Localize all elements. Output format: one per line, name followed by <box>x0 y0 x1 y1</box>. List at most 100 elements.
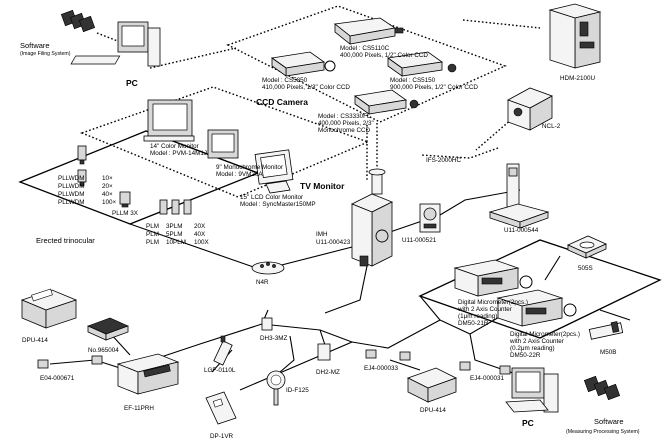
hdm-2100u-icon <box>548 3 602 69</box>
id-f125-indicator-icon <box>266 370 286 406</box>
lgf-0110l-icon <box>213 335 233 366</box>
e04-000671-cable-icon <box>37 355 103 369</box>
imh-microscope-icon <box>351 168 393 267</box>
plm-mid-1: 3PLM <box>166 223 182 230</box>
no965004-pedal-icon <box>87 317 129 341</box>
e04-000671-label: E04-000671 <box>40 375 75 382</box>
ccd-camera-title: CCD Camera <box>256 97 308 107</box>
m50b-icon <box>588 321 624 340</box>
plm-mag-3: 100X <box>194 239 210 246</box>
lcd-monitor-15-icon <box>254 149 294 194</box>
digital-micrometer-dm50-21r-icon <box>453 259 533 297</box>
ccd-camera-cs5110c-icon <box>334 17 404 45</box>
cs5850-model: Model : CS5850 <box>262 77 308 84</box>
color-monitor-14-icon <box>143 99 195 142</box>
ccd-camera-cs5150-icon <box>386 51 457 77</box>
plm-name-2: PLM <box>146 231 159 238</box>
ej4-000033-cable-icon <box>365 349 411 361</box>
no965004-label: No.965004 <box>88 347 119 354</box>
pllm-label: PLLM 3X <box>112 210 139 217</box>
cs5850-spec: 410,000 Pixels, 1/3" Color CCD <box>262 84 350 91</box>
505s-stage-icon <box>567 235 607 259</box>
dh2-mz-label: DH2-MZ <box>316 369 340 376</box>
erected-trinocular-label: Erected trinocular <box>36 236 95 245</box>
plm-objectives-icon <box>159 199 192 215</box>
micrometer-panel <box>418 239 662 339</box>
u11-000521-label: U11-000521 <box>402 237 437 244</box>
pllwdm-name-1: PLLWDM <box>58 175 84 182</box>
monitor-15-line2: Model : SyncMaster150MP <box>240 201 316 208</box>
plm-mag-2: 40X <box>194 231 206 238</box>
micrometer2-line2: with 2 Axis Counter <box>509 338 564 345</box>
cs5150-spec: 900,000 Pixels, 1/2" Color CCD <box>390 84 478 91</box>
ncl-2-icon <box>507 87 553 131</box>
micrometer1-line2: with 2 Axis Counter <box>457 306 512 313</box>
cs3330fl-spec2: Monochrome CCD <box>318 127 371 134</box>
plm-mid-3: 10PLM <box>166 239 186 246</box>
pllwdm-name-2: PLLWDM <box>58 183 84 190</box>
micrometer2-line3: (0.2μm reading) <box>510 345 555 352</box>
pllwdm-name-4: PLLWDM <box>58 199 84 206</box>
lgf-0110l-label: LGF-0110L <box>204 367 236 374</box>
ccd-camera-panel <box>226 5 507 123</box>
u11-000544-stand-icon <box>488 163 550 229</box>
pllwdm-mag-4: 100× <box>102 199 117 206</box>
ccd-camera-cs5850-icon <box>270 51 336 77</box>
imh-line1: IMH <box>316 231 328 238</box>
dh3-3mz-icon <box>261 317 273 331</box>
dp-1vr-printer-icon <box>205 391 237 425</box>
ej4-000031-label: EJ4-000031 <box>470 375 504 382</box>
u11-000521-icon <box>419 203 441 233</box>
software-top-title: Software <box>20 41 50 50</box>
imh-line2: U11-000423 <box>316 239 351 246</box>
micrometer2-line4: DM50-22R <box>510 352 541 359</box>
monochrome-monitor-9-icon <box>207 129 239 159</box>
pllwdm-mag-2: 20× <box>102 183 113 190</box>
software-top-subtitle: (Image Filing System) <box>20 51 71 57</box>
pllwdm-mag-3: 40× <box>102 191 113 198</box>
plm-mag-1: 20X <box>194 223 206 230</box>
monitor-14-line1: 14" Color Monitor <box>150 143 199 150</box>
hdm-2100u-label: HDM-2100U <box>560 75 595 82</box>
pc-top-label: PC <box>126 78 138 88</box>
ef-11prh-counter-icon <box>116 353 180 395</box>
pllwdm-name-3: PLLWDM <box>58 191 84 198</box>
monitor-15-line1: 15" LCD Color Monitor <box>240 194 303 201</box>
pllwdm-objectives-icon <box>77 145 87 187</box>
software-bottom-title: Software <box>594 417 624 426</box>
dpu-414-left-label: DPU-414 <box>22 337 48 344</box>
ej4-000033-label: EJ4-000033 <box>364 365 398 372</box>
cs3330fl-model: Model : CS3330FL <box>318 113 371 120</box>
m50b-label: M50B <box>600 349 616 356</box>
pc-bottom-label: PC <box>522 418 534 428</box>
pc-bottom-icon <box>505 367 559 413</box>
micrometer1-line1: Digital Micrometer(2pcs.) <box>458 299 528 306</box>
cs5150-model: Model : CS5150 <box>390 77 436 84</box>
digital-micrometer-dm50-22r-icon <box>496 289 577 327</box>
dh2-mz-icon <box>317 343 331 361</box>
dpu-414-mid-printer-icon <box>406 367 458 403</box>
software-bottom-subtitle: (Measuring Processing System) <box>566 429 640 435</box>
dp-1vr-label: DP-1VR <box>210 433 234 440</box>
monitor-9-line1: 9" Monochrome Monitor <box>216 164 283 171</box>
ej4-000031-cable-icon <box>459 361 511 375</box>
micrometer1-line4: DM50-21R <box>458 320 489 327</box>
505s-label: 505S <box>578 265 593 272</box>
cs5110c-model: Model : CS5110C <box>340 45 390 52</box>
dh3-3mz-label: DH3-3MZ <box>260 335 287 342</box>
micrometer1-line3: (1μm reading) <box>458 313 497 320</box>
dpu-414-mid-label: DPU-414 <box>420 407 446 414</box>
u11-000544-label: U11-000544 <box>504 227 539 234</box>
n4r-label: N4R <box>256 279 269 286</box>
software-disks-bottom-icon <box>583 375 621 401</box>
dpu-414-left-printer-icon <box>20 288 78 329</box>
pc-top-icon <box>70 21 161 67</box>
micrometer2-line1: Digital Micrometer(2pcs.) <box>510 331 580 338</box>
plm-mid-2: 5PLM <box>166 231 182 238</box>
monitor-14-line2: Model : PVM-14M1J <box>150 150 207 157</box>
plm-name-1: PLM <box>146 223 159 230</box>
cs3330fl-spec1: 400,000 Pixels, 2/3" <box>318 120 374 127</box>
cs5110c-spec: 400,000 Pixels, 1/2" Color CCD <box>340 52 428 59</box>
plm-name-3: PLM <box>146 239 159 246</box>
